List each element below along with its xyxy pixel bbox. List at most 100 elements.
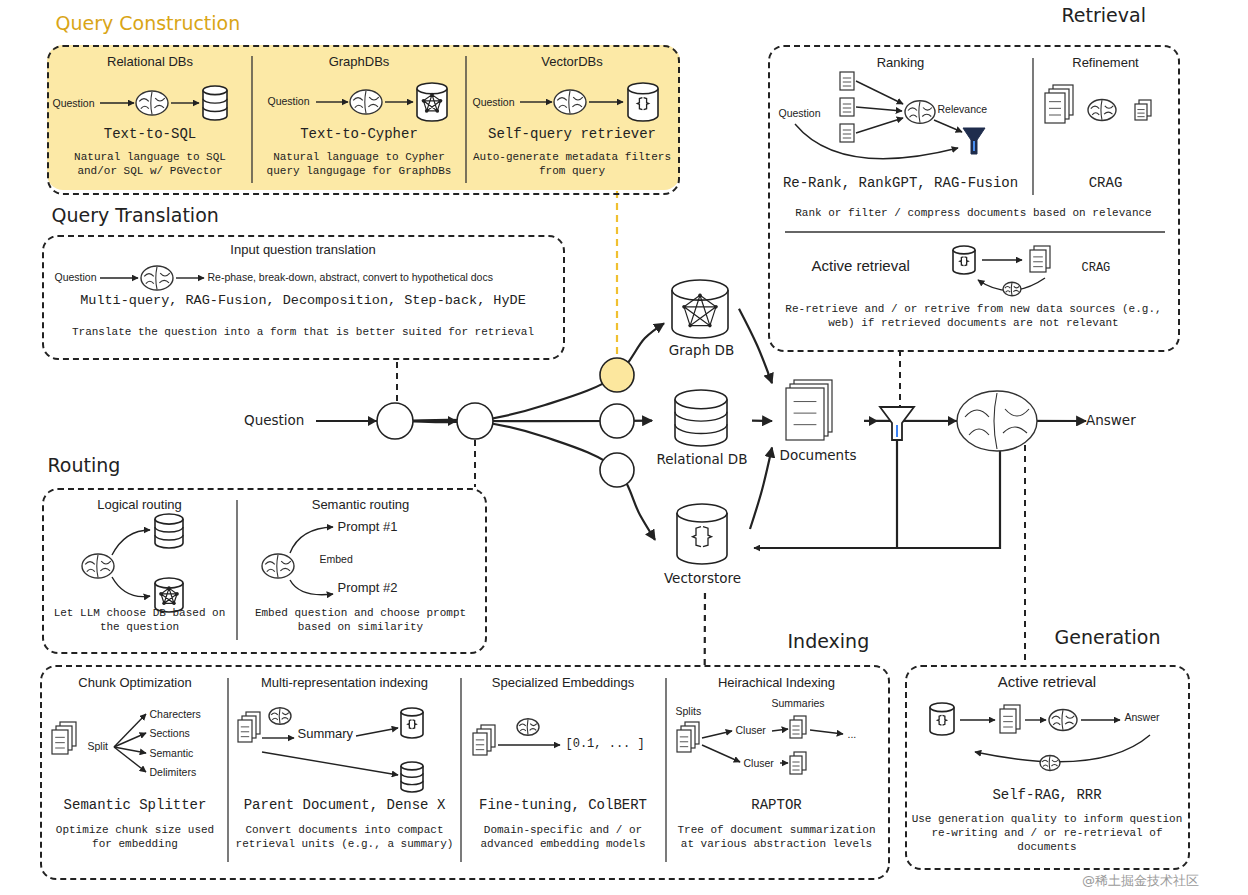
brain-icon	[82, 554, 114, 578]
documents-icon	[473, 725, 495, 755]
page	[1030, 250, 1046, 272]
brain-icon	[905, 101, 935, 124]
brain-icon	[517, 719, 539, 736]
db-band	[155, 535, 183, 540]
braces-symbol	[937, 715, 946, 725]
documents-icon	[790, 752, 806, 774]
documents-icon	[840, 72, 854, 90]
sub-panel: Active retrievalCRAGRe-retrieve and / or…	[771, 238, 1177, 345]
page-line	[1003, 727, 1013, 728]
separator-line	[785, 231, 1165, 232]
junction-circle	[457, 403, 493, 439]
sub-title: Active retrieval	[812, 257, 952, 274]
documents-icon	[786, 380, 832, 440]
page-line	[1137, 116, 1144, 117]
description: Auto-generate metadata filters from quer…	[471, 150, 674, 179]
curved-arrow	[795, 124, 958, 159]
documents-icon	[1045, 85, 1073, 123]
sub-title: Active retrieval	[905, 673, 1190, 690]
description: Rank or filter / compress documents base…	[775, 206, 1173, 220]
graph-vertex	[682, 305, 686, 309]
brain-folds	[1091, 100, 1113, 120]
filter-mark	[973, 141, 975, 151]
arrowhead	[869, 416, 878, 426]
page	[790, 720, 802, 738]
sub-title: Heirachical Indexing	[667, 675, 887, 690]
description: Translate the question into a form that …	[42, 325, 565, 339]
sub-title: Refinement	[1035, 55, 1177, 70]
database-icon	[953, 246, 975, 274]
arrow	[114, 714, 146, 747]
sub-panel: Logical routingLet LLM choose DB based o…	[45, 491, 235, 647]
brain-outline	[350, 90, 382, 114]
brain-icon	[141, 266, 173, 290]
database-icon	[628, 83, 658, 121]
page-line	[843, 134, 851, 135]
database-node: Relational DB	[652, 387, 752, 471]
brain-icon	[136, 91, 168, 115]
brain-icon	[1088, 100, 1116, 121]
page	[238, 720, 252, 742]
brain-outline	[905, 101, 935, 124]
description: Natural language to SQL and/or SQL w/ PG…	[52, 150, 249, 179]
db-band	[401, 773, 423, 777]
database-icon	[401, 762, 423, 792]
brain-outline	[269, 708, 291, 725]
arrowhead	[368, 416, 377, 426]
filter-mark	[896, 425, 898, 437]
description: Natural language to Cypher query languga…	[258, 150, 461, 179]
brain-folds	[1005, 283, 1019, 296]
sub-title: Specialized Embeddings	[462, 675, 665, 690]
brain-icon	[1049, 710, 1077, 731]
page	[840, 98, 854, 116]
page-line	[680, 736, 688, 737]
description: Embed question and choose prompt based o…	[244, 606, 478, 635]
graph-vertex	[159, 592, 163, 596]
small-label: Semantic	[150, 747, 220, 759]
section-panel: GenerationActive retrievalAnswerSelf-RAG…	[905, 665, 1190, 870]
graph-vertex	[162, 602, 166, 606]
database-node: Graph DB	[664, 276, 739, 362]
page-line	[680, 746, 688, 747]
small-label: Sections	[150, 727, 220, 739]
arrow	[100, 102, 134, 103]
db-top	[675, 390, 727, 409]
panel-fill	[47, 45, 680, 190]
brain-icon	[1040, 756, 1060, 771]
database-icon	[155, 514, 183, 548]
database-node: Vectorstore	[655, 502, 750, 592]
brain-outline	[141, 266, 173, 290]
db-top	[930, 703, 954, 712]
small-label: Question	[473, 96, 523, 108]
db-top	[953, 246, 975, 254]
sub-panel: Semantic routingPrompt #1EmbedPrompt #2E…	[238, 491, 484, 647]
page-line	[1137, 109, 1144, 110]
dashed-connector	[704, 592, 706, 665]
curved-arrow	[290, 527, 333, 553]
graph-vertex	[175, 592, 179, 596]
page-line	[55, 742, 65, 743]
feedback-line	[896, 441, 898, 548]
documents-icon	[840, 124, 854, 142]
arrow	[176, 277, 204, 278]
curved-arrow	[112, 530, 150, 555]
arrow	[960, 719, 995, 720]
brain-icon	[269, 708, 291, 725]
separator-line	[251, 56, 252, 183]
arrow	[114, 733, 146, 747]
method-names: Text-to-SQL	[49, 126, 252, 142]
junction-circle	[600, 404, 634, 438]
db-top	[417, 83, 447, 94]
brain-outline	[1088, 100, 1116, 121]
section-title: Query Construction	[56, 12, 356, 34]
arrow	[114, 747, 146, 772]
page-line	[476, 739, 484, 740]
small-label: Prompt #1	[338, 519, 418, 534]
brain-folds	[144, 267, 170, 289]
brain-folds	[557, 91, 583, 113]
brain-outline	[262, 554, 294, 578]
db-band	[675, 412, 727, 421]
arrow	[856, 107, 902, 111]
